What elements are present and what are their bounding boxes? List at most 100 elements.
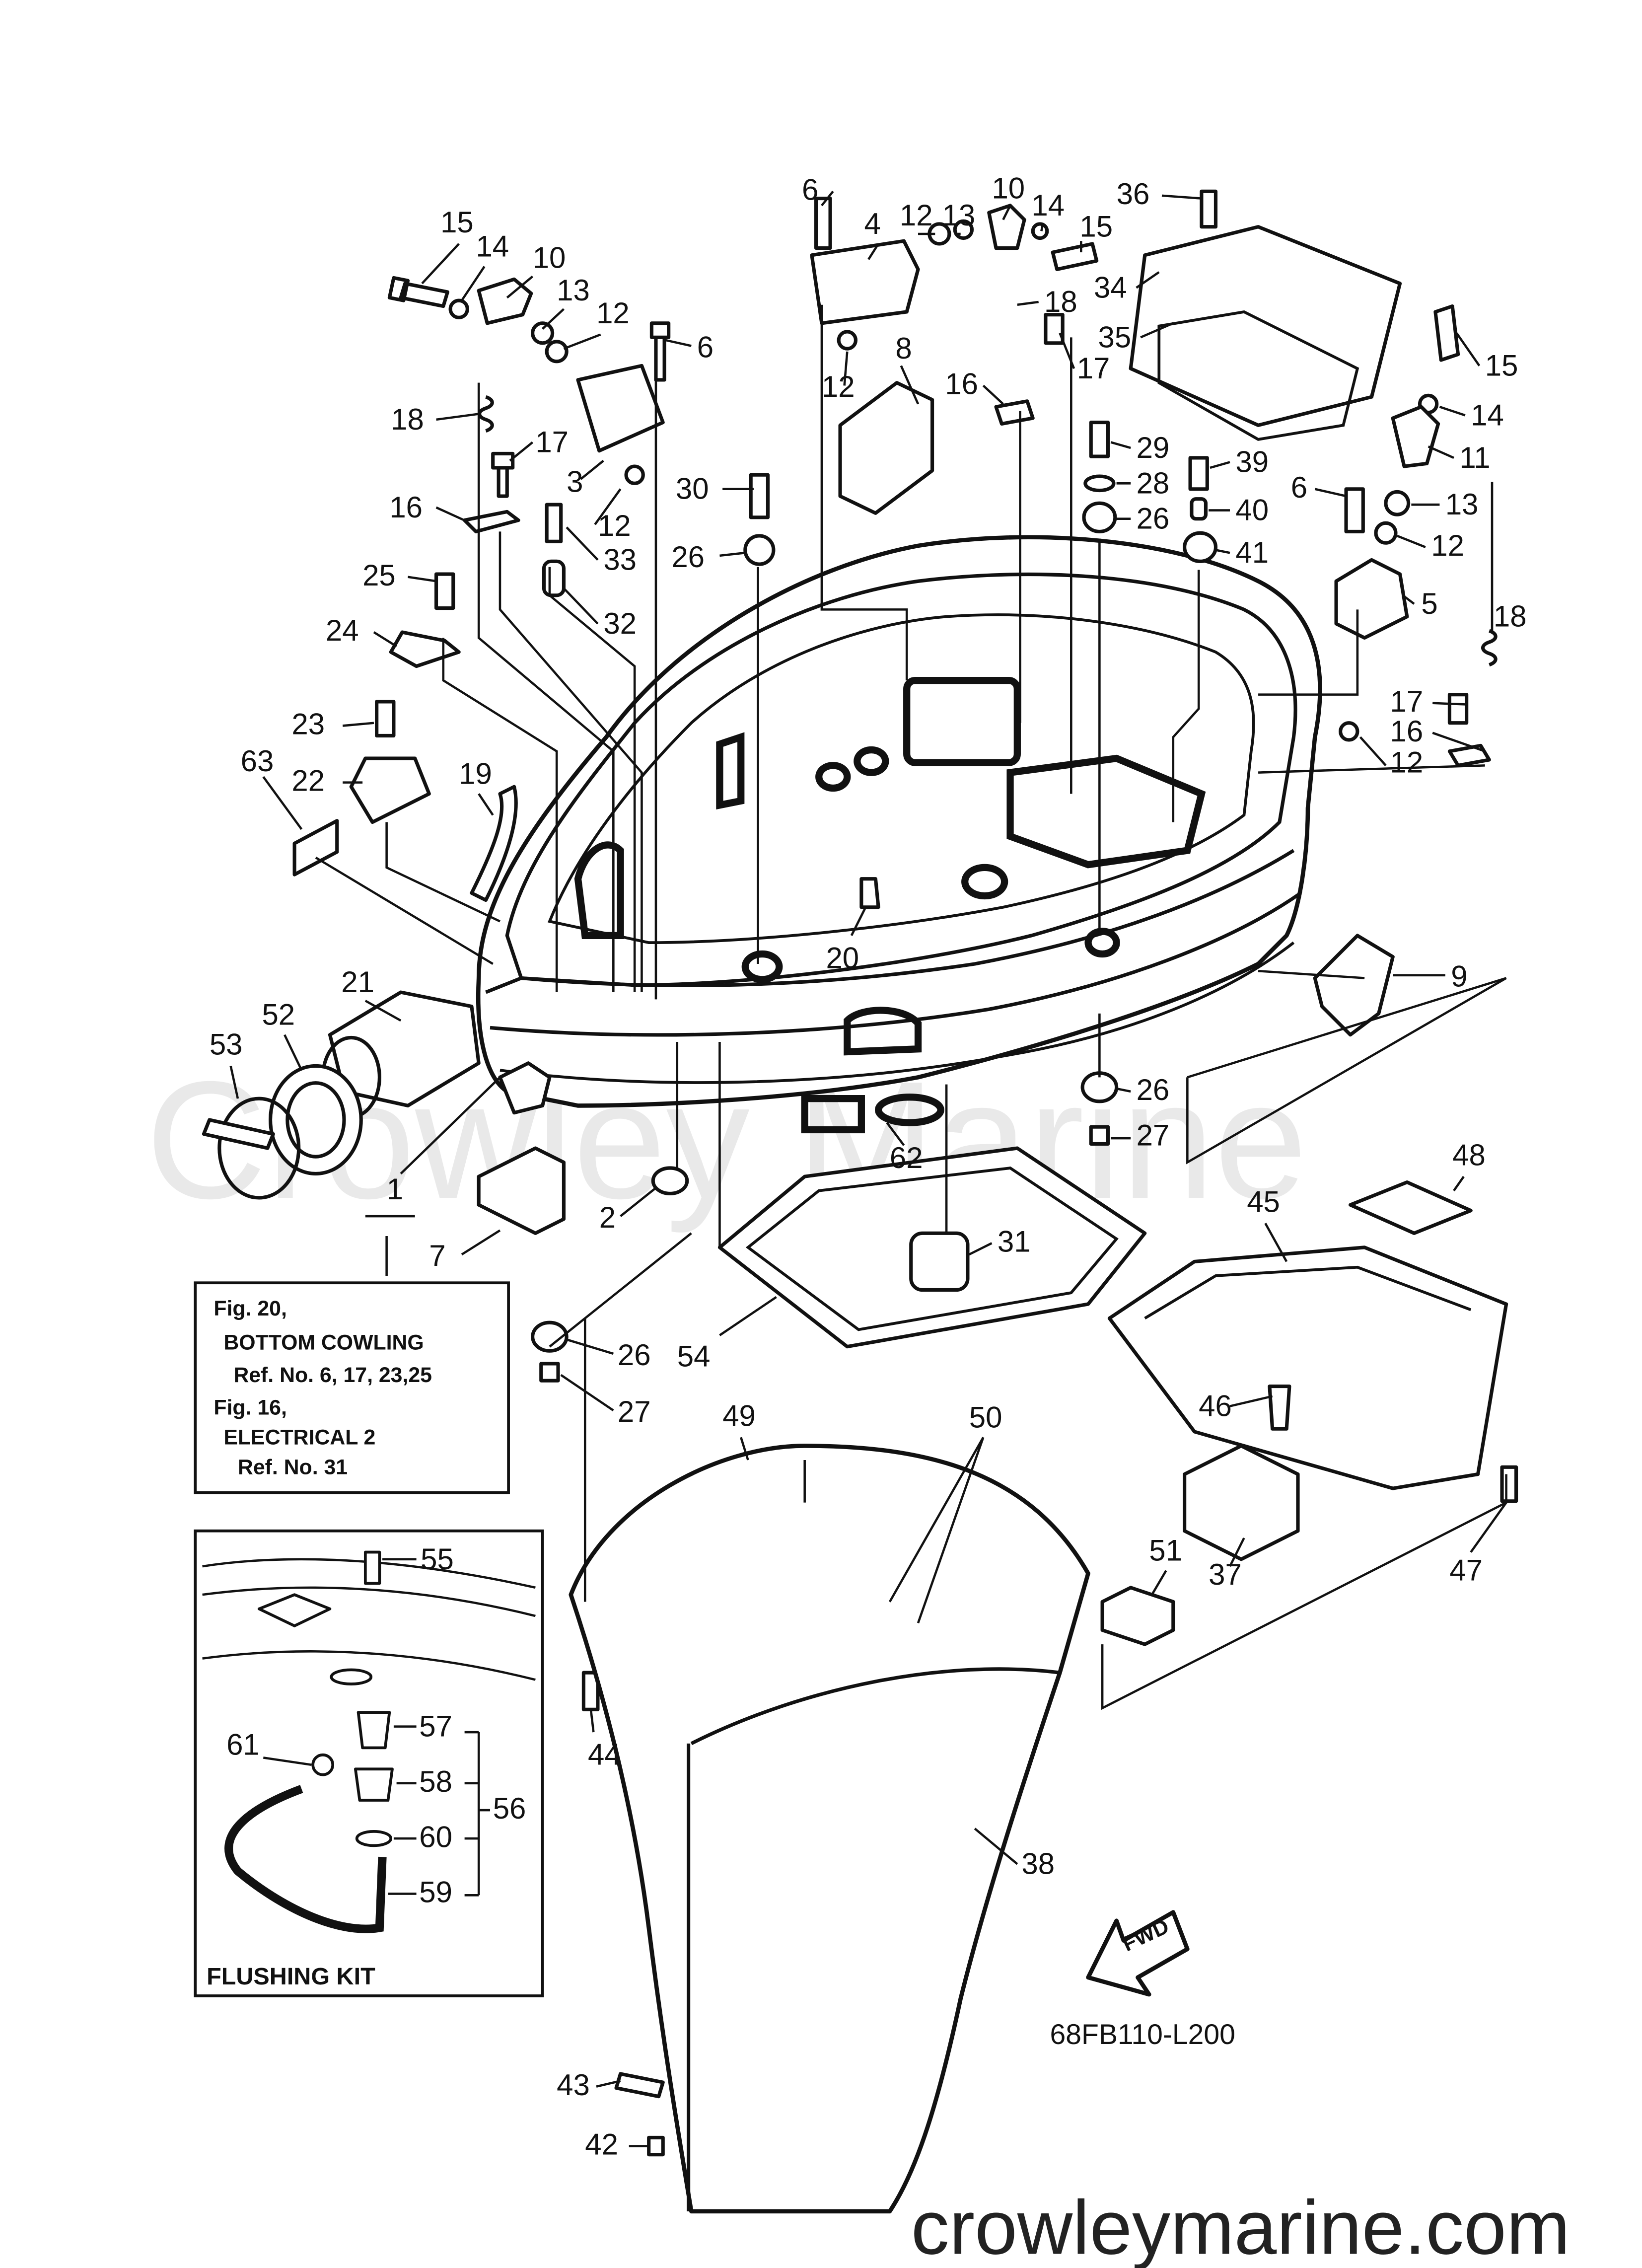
bottom-cowling-body xyxy=(476,535,1322,1134)
callout-26: 26 xyxy=(618,1338,651,1372)
callout-26: 26 xyxy=(671,540,705,574)
callout-24: 24 xyxy=(326,614,359,647)
callout-23: 23 xyxy=(291,708,325,741)
callout-13: 13 xyxy=(1445,488,1479,521)
callout-21: 21 xyxy=(341,965,374,999)
callout-15: 15 xyxy=(1079,210,1113,243)
callout-51: 51 xyxy=(1149,1534,1182,1567)
callout-19: 19 xyxy=(459,757,492,790)
callout-60: 60 xyxy=(419,1820,452,1853)
callout-16: 16 xyxy=(389,491,423,524)
callout-52: 52 xyxy=(262,998,295,1031)
callout-33: 33 xyxy=(603,543,637,576)
callout-2: 2 xyxy=(599,1201,616,1234)
callout-40: 40 xyxy=(1235,494,1269,527)
callout-12: 12 xyxy=(596,296,630,330)
callout-8: 8 xyxy=(895,332,912,365)
callout-3: 3 xyxy=(567,465,583,498)
callout-7: 7 xyxy=(429,1239,445,1272)
callout-49: 49 xyxy=(722,1399,756,1433)
callout-12: 12 xyxy=(822,370,855,403)
callout-54: 54 xyxy=(677,1340,711,1373)
callout-18: 18 xyxy=(391,403,424,436)
callout-50: 50 xyxy=(969,1400,1002,1434)
callout-17: 17 xyxy=(1077,352,1110,385)
callout-63: 63 xyxy=(241,744,274,778)
callout-26: 26 xyxy=(1137,1073,1170,1106)
callout-43: 43 xyxy=(557,2068,590,2102)
callout-44: 44 xyxy=(588,1738,621,1771)
callout-30: 30 xyxy=(676,472,709,506)
callout-13: 13 xyxy=(942,199,976,232)
flushing-kit-box: FLUSHING KIT xyxy=(194,1529,544,1997)
callout-14: 14 xyxy=(1471,398,1504,432)
callout-15: 15 xyxy=(1485,349,1518,382)
callout-10: 10 xyxy=(533,241,566,274)
callout-ticks xyxy=(229,190,1507,2147)
callout-9: 9 xyxy=(1451,960,1467,993)
callout-12: 12 xyxy=(1431,529,1464,562)
callout-36: 36 xyxy=(1117,177,1150,211)
callout-31: 31 xyxy=(998,1225,1031,1258)
website-footer: crowleymarine.com xyxy=(911,2184,1571,2268)
callout-6: 6 xyxy=(802,173,818,206)
callout-56: 56 xyxy=(493,1792,526,1825)
ref-line-5: ELECTRICAL 2 xyxy=(223,1426,375,1450)
callout-6: 6 xyxy=(697,330,714,364)
callout-46: 46 xyxy=(1199,1390,1232,1423)
flushing-kit-title: FLUSHING KIT xyxy=(207,1963,375,1990)
callout-27: 27 xyxy=(618,1395,651,1428)
ref-line-6: Ref. No. 31 xyxy=(238,1456,348,1479)
callout-18: 18 xyxy=(1044,285,1077,318)
callout-58: 58 xyxy=(419,1765,452,1798)
callout-14: 14 xyxy=(1031,189,1065,222)
callout-32: 32 xyxy=(603,607,637,640)
callout-14: 14 xyxy=(476,230,509,263)
callout-20: 20 xyxy=(826,942,859,975)
callout-15: 15 xyxy=(440,206,474,239)
callout-11: 11 xyxy=(1459,441,1490,474)
callout-45: 45 xyxy=(1247,1185,1280,1218)
part-shapes xyxy=(202,189,1518,2214)
callout-16: 16 xyxy=(1390,715,1424,748)
ref-line-1: Fig. 20, xyxy=(214,1297,286,1320)
callout-47: 47 xyxy=(1449,1554,1483,1587)
leader-lines xyxy=(315,304,1507,1710)
callout-12: 12 xyxy=(900,199,933,232)
ref-line-2: BOTTOM COWLING xyxy=(223,1330,424,1354)
diagram-code: 68FB110-L200 xyxy=(1050,2019,1235,2050)
ref-line-3: Ref. No. 6, 17, 23,25 xyxy=(233,1363,432,1387)
callout-34: 34 xyxy=(1094,271,1127,304)
callout-41: 41 xyxy=(1235,536,1269,569)
callout-57: 57 xyxy=(419,1710,452,1743)
reference-box: Fig. 20, BOTTOM COWLING Ref. No. 6, 17, … xyxy=(194,1281,510,1494)
callout-48: 48 xyxy=(1452,1138,1486,1171)
callout-17: 17 xyxy=(1390,685,1424,718)
callout-53: 53 xyxy=(210,1028,243,1061)
callout-35: 35 xyxy=(1098,320,1132,354)
callout-61: 61 xyxy=(226,1728,260,1761)
callout-4: 4 xyxy=(864,207,881,240)
callout-25: 25 xyxy=(362,559,396,592)
callout-42: 42 xyxy=(585,2128,618,2161)
callout-55: 55 xyxy=(421,1542,454,1576)
callout-17: 17 xyxy=(535,426,569,459)
callout-37: 37 xyxy=(1209,1558,1242,1591)
callout-27: 27 xyxy=(1137,1118,1170,1152)
ref-line-4: Fig. 16, xyxy=(214,1396,286,1420)
callout-13: 13 xyxy=(557,274,590,307)
callout-10: 10 xyxy=(992,172,1025,205)
callout-28: 28 xyxy=(1137,466,1170,500)
callout-59: 59 xyxy=(419,1876,452,1909)
callouts: 15 14 10 13 12 6 18 17 3 12 16 33 25 32 … xyxy=(210,172,1527,2161)
callout-39: 39 xyxy=(1235,445,1269,479)
callout-18: 18 xyxy=(1494,600,1527,633)
callout-38: 38 xyxy=(1021,1847,1055,1880)
callout-5: 5 xyxy=(1421,587,1437,620)
callout-26: 26 xyxy=(1137,502,1170,535)
callout-29: 29 xyxy=(1137,431,1170,464)
callout-62: 62 xyxy=(890,1141,923,1174)
callout-1: 1 xyxy=(387,1172,403,1206)
callout-22: 22 xyxy=(291,764,325,798)
